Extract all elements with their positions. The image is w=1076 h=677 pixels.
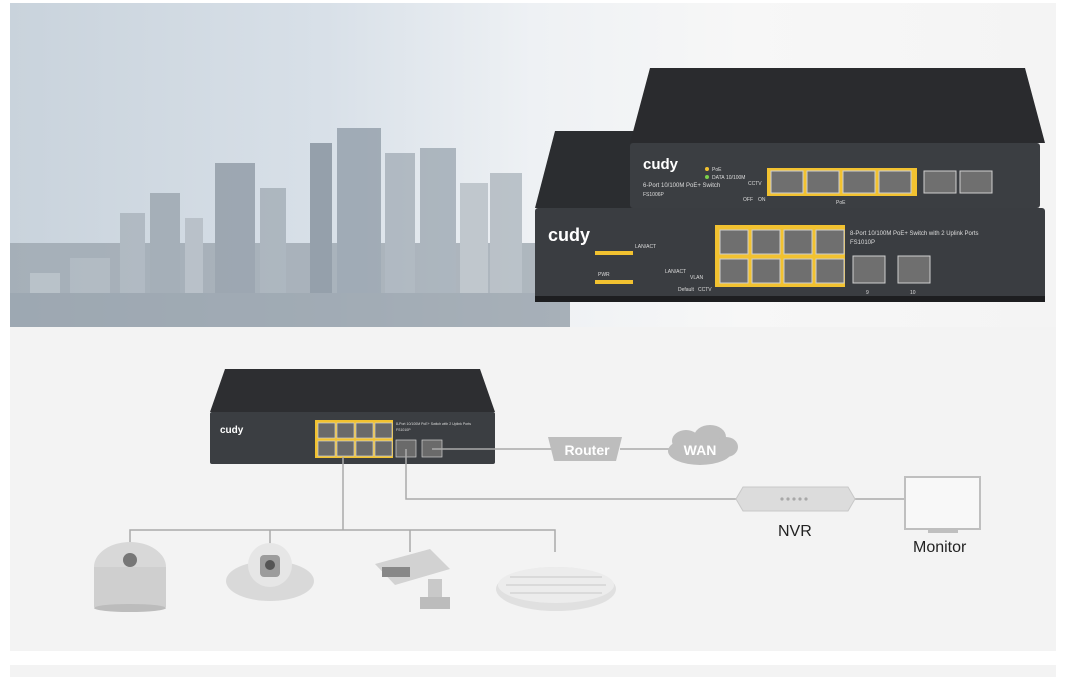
default-label: Default [678,287,694,293]
pwr-label: PWR [598,272,610,278]
bullet-camera-icon [375,549,450,609]
cctv-label: CCTV [698,287,712,293]
connection-lines [129,448,905,552]
on-label: ON [758,197,766,203]
access-point-icon [496,567,616,611]
diagram-switch-title: 8-Port 10/100M PoE+ Switch with 2 Uplink… [396,422,471,426]
cctv-switch-label: CCTV [748,181,762,187]
brand-logo-top: cudy [643,156,679,173]
switch-fs1006p-product: cudy 6-Port 10/100M PoE+ Switch FS1006P … [630,68,1045,208]
diagram-switch-model: FS1010P [396,428,411,432]
uplink-port-9-label: 9 [866,290,869,296]
switch-top-title: 6-Port 10/100M PoE+ Switch [643,183,720,189]
dome-camera-icon [94,542,166,612]
nvr-label: NVR [778,523,812,540]
led-poe-label: PoE [712,167,722,173]
hero-banner: cudy LAN/ACT PWR LAN/ACT VLAN Default CC… [10,3,1056,327]
switch-fs1010p-product: cudy LAN/ACT PWR LAN/ACT VLAN Default CC… [535,131,1045,302]
led-speed-label: 10/100M [726,175,745,181]
topology-diagram: cudy 8-Port 10/100M PoE+ Switch with 2 U… [10,327,1056,651]
uplink-port-10-label: 10 [910,290,916,296]
router-node [548,437,622,461]
switch-bottom-title: 8-Port 10/100M PoE+ Switch with 2 Uplink… [850,231,979,237]
switch-bottom-model: FS1010P [850,240,875,246]
monitor-device-icon [904,476,981,533]
wan-label: WAN [683,442,717,458]
poe-ports-label: PoE [836,200,846,206]
switch-top-model: FS1006P [643,192,665,198]
brand-logo-bottom: cudy [548,225,590,245]
hero-illustration: cudy LAN/ACT PWR LAN/ACT VLAN Default CC… [10,68,1045,327]
topology-illustration: cudy 8-Port 10/100M PoE+ Switch with 2 U… [94,369,981,612]
diagram-brand-logo: cudy [220,425,244,436]
router-label: Router [564,442,610,458]
diagram-switch: cudy 8-Port 10/100M PoE+ Switch with 2 U… [210,369,495,464]
nvr-device-icon [735,486,856,512]
vlan-label: VLAN [690,275,703,281]
city-skyline [10,128,570,327]
led-data-label: DATA [712,175,725,181]
turret-camera-icon [226,543,314,601]
off-label: OFF [743,197,753,203]
next-section-strip [10,665,1056,677]
lan-act-label: LAN/ACT [635,244,656,250]
wan-cloud-icon [668,425,738,465]
monitor-label: Monitor [913,539,967,556]
lan-act-label-2: LAN/ACT [665,269,686,275]
